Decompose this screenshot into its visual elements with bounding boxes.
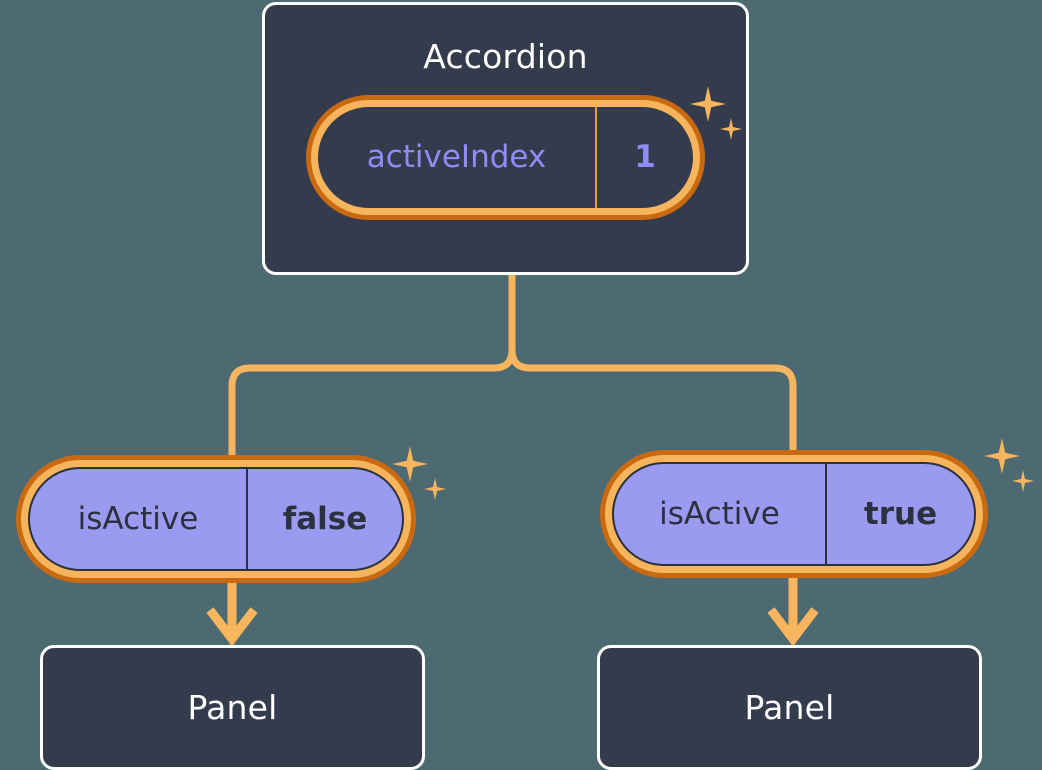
state-pill-active-index[interactable]: activeIndex 1	[306, 95, 705, 220]
state-pill-ring: isActive false	[21, 460, 411, 578]
state-pill-is-active-left[interactable]: isActive false	[16, 455, 416, 583]
state-pill-body: isActive false	[28, 467, 404, 571]
state-value-is-active-left: false	[282, 500, 368, 537]
connector-trunk-left	[228, 346, 516, 462]
state-key-is-active-left: isActive	[30, 469, 248, 569]
state-pill-ring: activeIndex 1	[311, 100, 700, 215]
component-title-accordion: Accordion	[423, 37, 588, 76]
state-value-active-index: 1	[634, 139, 656, 175]
sparkle-star-small-icon	[1012, 470, 1034, 492]
sparkle-star-small-icon	[424, 478, 446, 500]
state-key-active-index: activeIndex	[318, 107, 597, 208]
state-pill-is-active-right[interactable]: isActive true	[600, 450, 988, 578]
state-value-is-active-right: true	[863, 495, 938, 532]
sparkle-star-icon	[984, 438, 1020, 474]
sparkle-group-right	[982, 436, 1042, 506]
component-node-panel-right[interactable]: Panel	[597, 645, 982, 770]
state-pill-body: isActive true	[612, 462, 976, 566]
state-pill-body: activeIndex 1	[318, 107, 693, 208]
state-pill-ring: isActive true	[605, 455, 983, 573]
component-title-panel-left: Panel	[187, 688, 278, 727]
arrow-down-right-head-icon	[767, 607, 819, 647]
arrow-down-left-head-icon	[206, 607, 258, 647]
connector-trunk	[508, 271, 797, 456]
component-title-panel-right: Panel	[744, 688, 835, 727]
component-node-panel-left[interactable]: Panel	[40, 645, 425, 770]
state-key-is-active-right: isActive	[614, 464, 827, 564]
